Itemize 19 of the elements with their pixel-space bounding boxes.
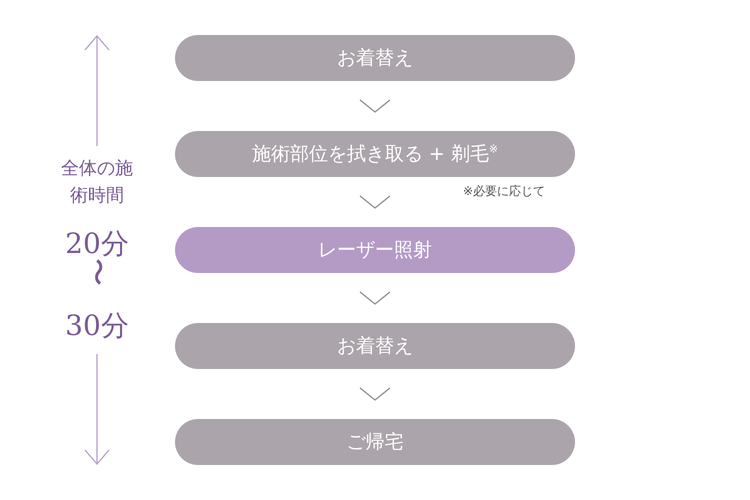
chevron-arrow: [360, 196, 390, 209]
chevron-arrow: [360, 292, 390, 305]
step-pill: [175, 323, 575, 369]
duration-value: 20分: [65, 226, 129, 260]
step-text: お着替え: [337, 334, 413, 359]
chevron-arrow: [360, 100, 390, 113]
range-mark: 〜: [80, 258, 115, 286]
step-pill: [175, 35, 575, 81]
chevron-arrow: [360, 388, 390, 401]
step-pill: [175, 131, 575, 177]
step-text: 施術部位を拭き取る + 剃毛$^{※}$: [252, 142, 498, 167]
step-text: ご帰宅: [346, 430, 404, 455]
duration-value: 30分: [65, 308, 129, 344]
step-text: レーザー照射: [318, 238, 432, 263]
duration-label: 全体の施術時間: [60, 157, 134, 208]
step-pill: [175, 419, 575, 465]
step-pill: [175, 227, 575, 273]
footnote: ※必要に応じて: [463, 183, 546, 200]
step-text: お着替え: [337, 46, 413, 71]
